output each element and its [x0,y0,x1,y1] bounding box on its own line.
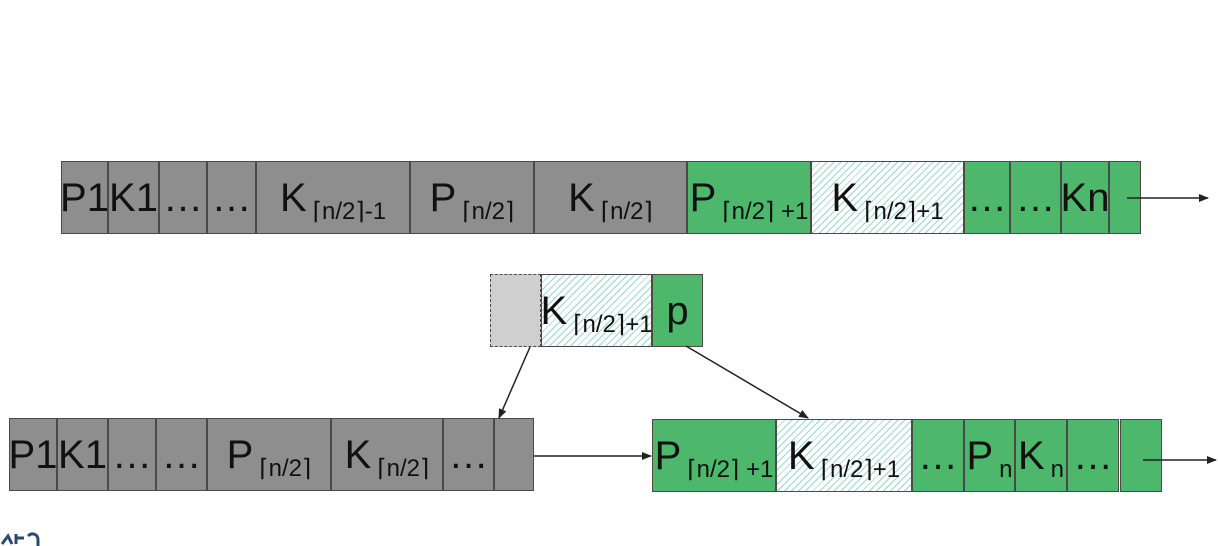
bottom-left-cell-7 [494,418,534,491]
top-cell-5: P⌈n/2⌉ [410,161,534,234]
middle-cell-2: p [652,274,703,347]
bottom-left-node: P1 K1 … … P⌈n/2⌉ K⌈n/2⌉ … [9,418,534,491]
middle-left-pointer-arrow [498,346,531,419]
top-cell-3: … [207,161,256,234]
bottom-left-cell-4: P⌈n/2⌉ [207,418,331,491]
bottom-left-cell-0: P1 [9,418,57,491]
middle-cell-0 [490,274,541,347]
middle-cell-1: K⌈n/2⌉+1 [541,274,652,347]
bottom-left-cell-2: … [108,418,156,491]
partial-logo-mark [0,530,44,546]
logo-icon [0,532,40,546]
middle-right-pointer-arrow [685,345,809,419]
top-cell-6: K⌈n/2⌉ [534,161,687,234]
middle-node: K⌈n/2⌉+1 p [490,274,703,347]
top-cell-0: P1 [61,161,108,234]
top-cell-9: … [964,161,1010,234]
bottom-left-cell-6: … [443,418,494,491]
top-cell-1: K1 [108,161,159,234]
bottom-right-cell-0: P⌈n/2⌉ +1 [652,419,776,492]
top-cell-4: K⌈n/2⌉-1 [256,161,410,234]
top-cell-2: … [159,161,207,234]
top-cell-11: Kn [1061,161,1109,234]
bottom-right-cell-5: … [1067,419,1119,492]
top-cell-8: K⌈n/2⌉+1 [811,161,964,234]
bottom-right-cell-2: … [912,419,964,492]
bottom-right-cell-6 [1120,419,1162,492]
bottom-right-cell-1: K⌈n/2⌉+1 [776,419,912,492]
top-cell-7: P⌈n/2⌉ +1 [687,161,811,234]
top-cell-10: … [1010,161,1061,234]
bottom-left-cell-3: … [156,418,207,491]
bottom-left-cell-5: K⌈n/2⌉ [331,418,443,491]
bottom-left-cell-1: K1 [57,418,108,491]
top-node: P1 K1 … … K⌈n/2⌉-1 P⌈n/2⌉ K⌈n/2⌉ P⌈n/2⌉ … [61,161,1141,234]
